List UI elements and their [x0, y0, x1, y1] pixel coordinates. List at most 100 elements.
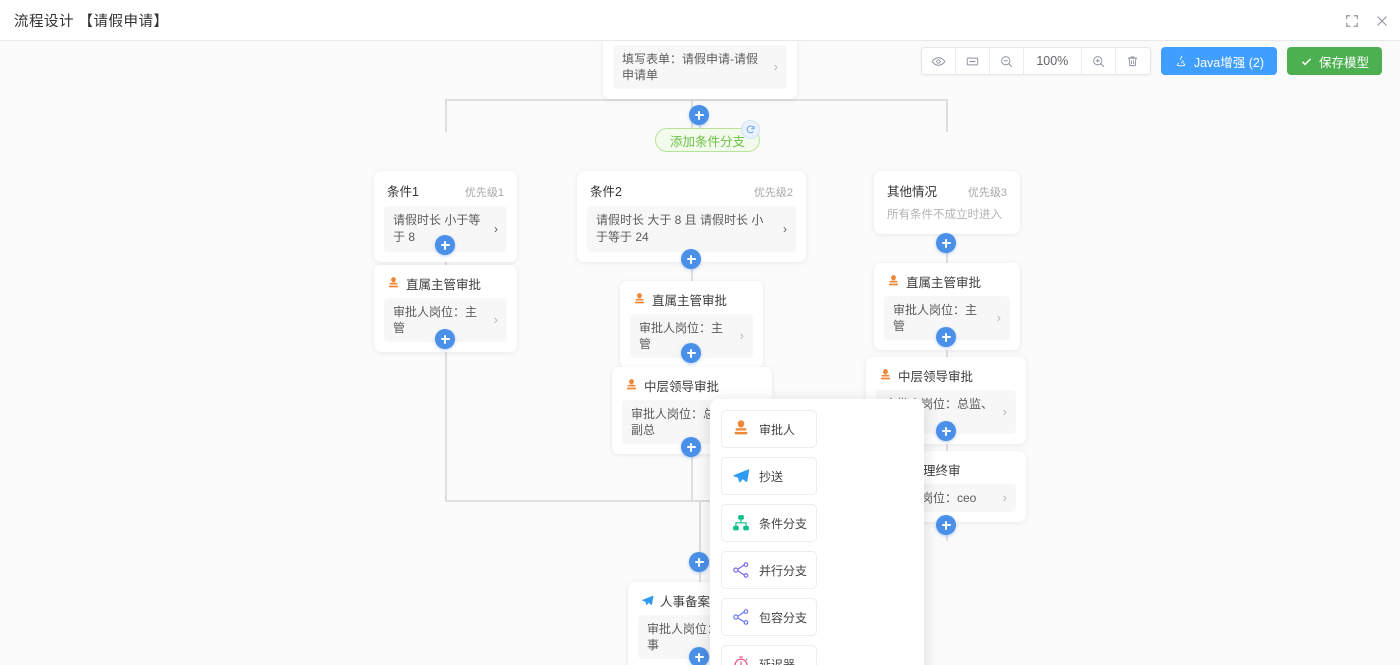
condition-priority: 优先级2: [753, 187, 793, 199]
stamp-icon: [624, 379, 638, 393]
node-body-text: 审批人岗位：主管: [893, 303, 978, 333]
node-title: 人事备案: [660, 595, 711, 609]
branch-split-line: [445, 99, 948, 101]
stamp-icon: [730, 418, 752, 440]
popup-item-label: 并行分支: [759, 563, 808, 578]
zoom-out-icon[interactable]: [989, 48, 1024, 74]
add-node-button[interactable]: [435, 329, 455, 349]
popup-item-inclusive-branch[interactable]: 包容分支: [721, 598, 817, 636]
fit-screen-icon[interactable]: [955, 48, 990, 74]
java-enhance-label: Java增强 (2): [1193, 55, 1264, 70]
node-title: 中层领导审批: [644, 380, 720, 394]
condition-note: 所有条件不成立时进入: [887, 209, 1002, 221]
zoom-toolgroup: 100%: [920, 47, 1151, 75]
popup-item-label: 抄送: [759, 469, 784, 484]
expand-icon[interactable]: [1344, 13, 1360, 29]
add-node-button[interactable]: [681, 249, 701, 269]
add-node-button[interactable]: [681, 343, 701, 363]
check-icon: [1300, 55, 1313, 68]
connector-line: [445, 99, 447, 132]
stamp-icon: [886, 275, 900, 289]
condition-expression: 请假时长 小于等于 8: [393, 213, 481, 244]
condition-title: 条件1: [387, 185, 419, 199]
add-node-button[interactable]: [435, 235, 455, 255]
condition-priority: 优先级1: [464, 187, 504, 199]
popup-item-label: 审批人: [759, 422, 796, 437]
start-form-node[interactable]: 填写表单：请假申请-请假申请单 ›: [603, 41, 797, 99]
approval-node-b3-1[interactable]: 直属主管审批 审批人岗位：主管 ›: [874, 263, 1020, 350]
send-icon: [730, 465, 752, 487]
chevron-right-icon: ›: [493, 312, 498, 327]
add-node-button[interactable]: [936, 233, 956, 253]
java-icon: [1174, 54, 1188, 68]
add-node-button[interactable]: [936, 421, 956, 441]
node-title: 直属主管审批: [906, 276, 982, 290]
connector-line: [946, 99, 948, 132]
add-node-button[interactable]: [689, 105, 709, 125]
popup-item-condition-branch[interactable]: 条件分支: [721, 504, 817, 542]
condition-node-3[interactable]: 其他情况 优先级3 所有条件不成立时进入: [874, 171, 1020, 234]
popup-item-label: 延迟器: [759, 657, 796, 665]
zoom-in-icon[interactable]: [1081, 48, 1116, 74]
condition-icon: [730, 512, 752, 534]
page-title: 流程设计 【请假申请】: [14, 13, 169, 30]
popup-item-delay[interactable]: 延迟器: [721, 645, 817, 665]
node-title: 中层领导审批: [898, 370, 974, 384]
stamp-icon: [878, 369, 892, 383]
popup-item-parallel-branch[interactable]: 并行分支: [721, 551, 817, 589]
add-node-button[interactable]: [689, 647, 709, 665]
node-body-text: 审批人岗位：主管: [639, 321, 724, 351]
eye-icon[interactable]: [921, 48, 956, 74]
java-enhance-button[interactable]: Java增强 (2): [1160, 47, 1277, 75]
condition-node-2[interactable]: 条件2 优先级2 请假时长 大于 8 且 请假时长 小于等于 24 ›: [577, 171, 806, 262]
connector-line: [699, 500, 701, 552]
connector-line: [946, 247, 948, 263]
condition-expression: 请假时长 大于 8 且 请假时长 小于等于 24: [596, 213, 764, 244]
chevron-right-icon: ›: [1002, 404, 1007, 419]
send-icon: [640, 594, 654, 608]
popup-item-cc[interactable]: 抄送: [721, 457, 817, 495]
canvas-toolbar: 100% Java增强 (2): [920, 47, 1382, 75]
chevron-right-icon: ›: [1002, 490, 1007, 505]
condition-priority: 优先级3: [967, 187, 1007, 199]
chevron-right-icon: ›: [739, 328, 744, 343]
chevron-right-icon: ›: [773, 59, 778, 74]
popup-item-label: 包容分支: [759, 610, 808, 625]
window-header: 流程设计 【请假申请】: [0, 0, 1400, 41]
chevron-right-icon: ›: [494, 221, 498, 236]
chevron-right-icon: ›: [783, 221, 787, 236]
add-node-button[interactable]: [689, 552, 709, 572]
add-node-button[interactable]: [936, 327, 956, 347]
start-form-body: 填写表单：请假申请-请假申请单: [622, 52, 758, 82]
node-type-popup[interactable]: 审批人 抄送 条件分支: [710, 399, 924, 665]
condition-title: 条件2: [590, 185, 622, 199]
parallel-icon: [730, 559, 752, 581]
window-controls: [1344, 0, 1390, 41]
connector-line: [691, 457, 693, 501]
close-icon[interactable]: [1374, 13, 1390, 29]
connector-line: [946, 347, 948, 359]
timer-icon: [730, 653, 752, 665]
popup-item-label: 条件分支: [759, 516, 808, 531]
branch-merge-line: [445, 500, 948, 502]
stamp-icon: [632, 293, 646, 307]
inclusive-icon: [730, 606, 752, 628]
popup-item-approver[interactable]: 审批人: [721, 410, 817, 448]
trash-icon[interactable]: [1115, 48, 1150, 74]
node-title: 直属主管审批: [652, 294, 728, 308]
stamp-icon: [386, 277, 400, 291]
flow-canvas[interactable]: 100% Java增强 (2): [0, 41, 1400, 665]
add-node-button[interactable]: [936, 515, 956, 535]
zoom-level: 100%: [1023, 48, 1082, 74]
condition-title: 其他情况: [887, 185, 938, 199]
connector-line: [699, 572, 701, 586]
save-model-label: 保存模型: [1318, 55, 1369, 70]
save-model-button[interactable]: 保存模型: [1286, 47, 1382, 75]
add-node-button-open[interactable]: [681, 437, 701, 457]
connector-line: [946, 535, 948, 541]
connector-line: [691, 269, 693, 291]
condition-node-1[interactable]: 条件1 优先级1 请假时长 小于等于 8 ›: [374, 171, 517, 262]
chevron-right-icon: ›: [996, 310, 1001, 325]
refresh-icon[interactable]: [741, 120, 760, 139]
connector-line: [445, 348, 447, 500]
